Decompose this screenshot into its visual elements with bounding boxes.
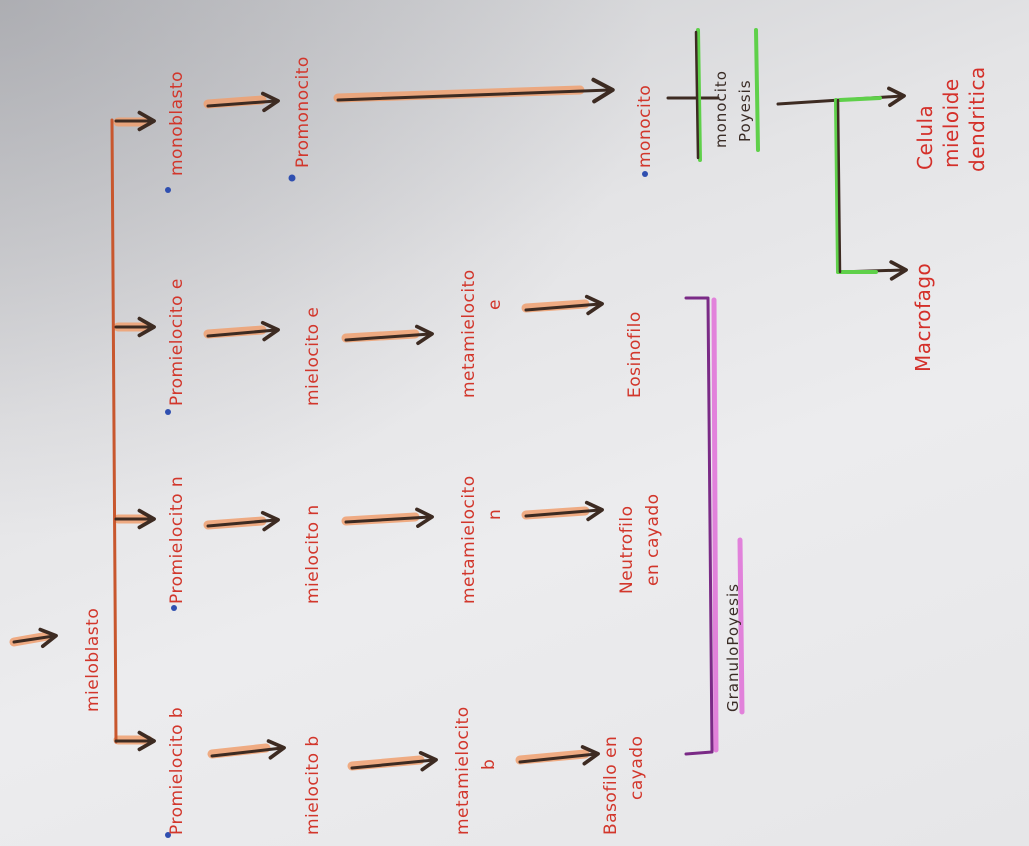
label-metamielocito-b-2: b [479,759,499,770]
label-monocitopoyesis-1: monocito [712,70,730,148]
label-promielocito-n: Promielocito n [167,476,187,604]
arrow-r2-3 [344,507,434,528]
arrow-r2-4 [350,751,438,772]
arrow-r1-3 [206,510,280,532]
arrow-in [12,627,58,649]
label-metamielocito-n-2: n [485,509,505,520]
label-promielocito-b: Promielocito b [167,707,187,835]
arrow-r1-1 [206,91,280,113]
label-celula-2: mieloide [939,78,963,168]
label-mielocito-e: mielocito e [303,307,323,406]
label-mielocito-b: mielocito b [303,735,323,835]
label-granulopoyesis: GranuloPoyesis [724,583,742,712]
label-monocito: monocito [635,85,655,168]
label-basofilo-1: Basofilo en [601,736,621,835]
label-metamielocito-e-2: e [485,299,505,310]
arrow-r1-2 [206,320,280,342]
label-mielocito-n: mielocito n [303,504,323,604]
arrow-r1-4 [210,739,286,760]
label-promielocito-e: Promielocito e [167,278,187,406]
arrow-promonocito-monocito [336,77,615,104]
label-celula-3: dendritica [965,66,989,172]
label-neutrofilo-1: Neutrofilo [617,506,637,594]
arrow-r2-2 [344,324,434,346]
arrow-poyesis-split [776,98,842,106]
label-neutrofilo-2: en cayado [643,493,663,586]
arrow-r3-3 [524,500,604,522]
label-macrofago: Macrofago [911,263,935,372]
label-metamielocito-n-1: metamielocito [459,475,479,604]
label-eosinofilo: Eosinofilo [625,311,645,398]
label-mieloblasto: mieloblasto [83,608,103,712]
label-basofilo-2: cayado [627,736,647,800]
label-celula-1: Celula [913,105,937,170]
arrow-r3-2 [524,294,604,316]
label-metamielocito-b-1: metamielocito [453,706,473,835]
label-monocitopoyesis-2: Poyesis [736,79,754,142]
label-promonocito: Promonocito [293,56,313,168]
label-monoblasto: monoblasto [167,71,187,176]
label-metamielocito-e-1: metamielocito [459,269,479,398]
arrow-r3-4 [518,745,600,766]
